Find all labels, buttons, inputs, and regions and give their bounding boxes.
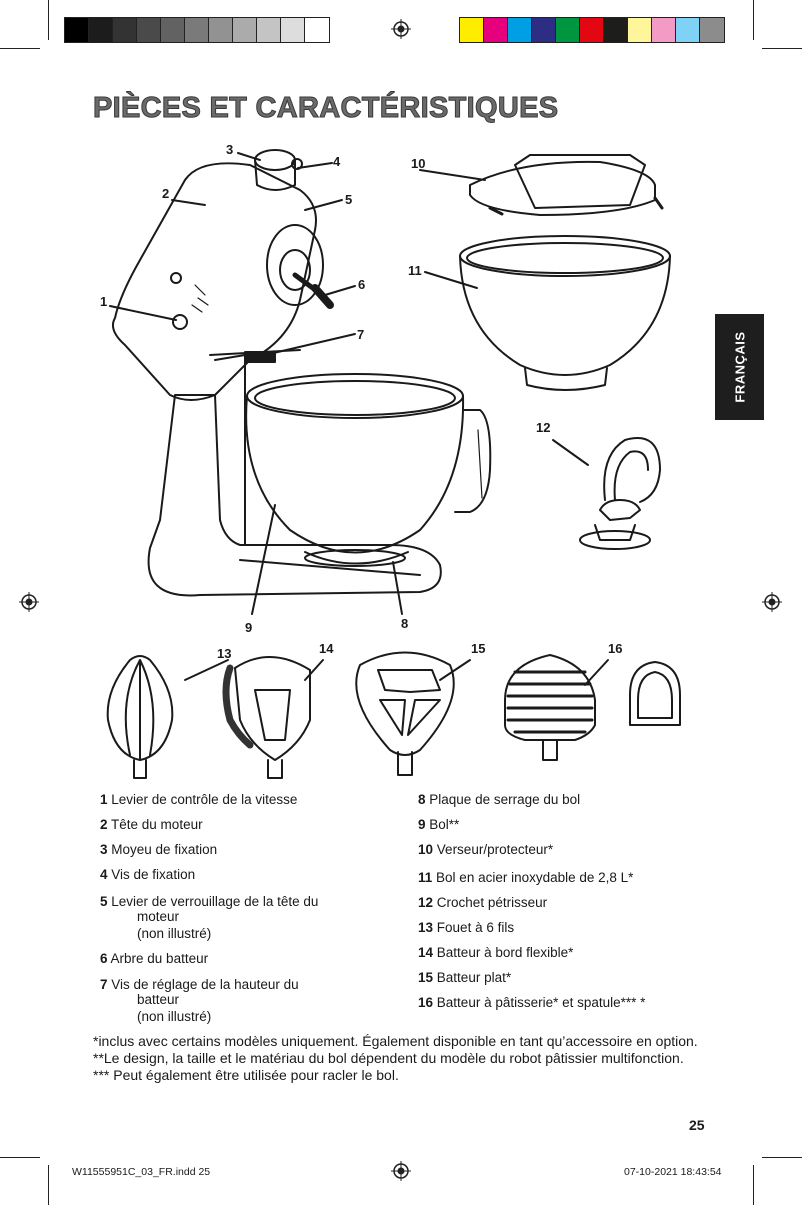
page-title: PIÈCES ET CARACTÉRISTIQUES bbox=[92, 92, 559, 125]
gray-swatch bbox=[113, 18, 137, 42]
color-swatch bbox=[676, 18, 700, 42]
callout-11: 11 bbox=[408, 263, 422, 278]
gray-swatch bbox=[65, 18, 89, 42]
callout-12: 12 bbox=[536, 420, 550, 435]
part-item-9: 9 Bol** bbox=[418, 817, 460, 832]
registration-mark-icon bbox=[762, 592, 782, 612]
registration-mark-icon bbox=[391, 1161, 411, 1181]
crop-mark bbox=[48, 1165, 49, 1205]
part-item-10: 10 Verseur/protecteur* bbox=[418, 842, 554, 857]
gray-swatch bbox=[233, 18, 257, 42]
color-swatch bbox=[652, 18, 676, 42]
gray-swatch bbox=[89, 18, 113, 42]
crop-mark bbox=[762, 48, 802, 49]
gray-swatch bbox=[161, 18, 185, 42]
crop-mark bbox=[753, 1165, 754, 1205]
gray-swatch bbox=[257, 18, 281, 42]
part-item-12: 12 Crochet pétrisseur bbox=[418, 895, 548, 910]
part-item-4: 4 Vis de fixation bbox=[100, 867, 196, 882]
part-item-5-cont: moteur bbox=[137, 909, 180, 924]
gray-swatch bbox=[185, 18, 209, 42]
part-item-7-note: (non illustré) bbox=[137, 1009, 212, 1024]
part-item-13: 13 Fouet à 6 fils bbox=[418, 920, 515, 935]
callout-numbers: 1 2 3 4 5 6 7 8 9 10 11 12 13 14 15 16 bbox=[100, 142, 622, 661]
gray-swatch bbox=[209, 18, 233, 42]
crop-mark bbox=[0, 48, 40, 49]
callout-16: 16 bbox=[608, 641, 622, 656]
crop-mark bbox=[753, 0, 754, 40]
part-item-8: 8 Plaque de serrage du bol bbox=[418, 792, 581, 807]
callout-7: 7 bbox=[357, 327, 364, 342]
callout-10: 10 bbox=[411, 156, 425, 171]
callout-8: 8 bbox=[401, 616, 408, 631]
registration-mark-icon bbox=[19, 592, 39, 612]
color-swatch bbox=[700, 18, 724, 42]
part-item-11: 11 Bol en acier inoxydable de 2,8 L* bbox=[418, 870, 634, 885]
gray-swatch bbox=[305, 18, 329, 42]
color-swatch bbox=[484, 18, 508, 42]
callout-13: 13 bbox=[217, 646, 231, 661]
callout-15: 15 bbox=[471, 641, 485, 656]
callout-4: 4 bbox=[333, 154, 341, 169]
file-slug: W11555951C_03_FR.indd 25 bbox=[72, 1166, 211, 1178]
part-item-5: 5 Levier de verrouillage de la tête du bbox=[100, 894, 319, 909]
part-item-6: 6 Arbre du batteur bbox=[100, 951, 209, 966]
callout-2: 2 bbox=[162, 186, 169, 201]
color-bar bbox=[459, 17, 725, 43]
part-item-15: 15 Batteur plat* bbox=[418, 970, 512, 985]
color-swatch bbox=[508, 18, 532, 42]
callout-14: 14 bbox=[319, 641, 334, 656]
callout-3: 3 bbox=[226, 142, 233, 157]
crop-mark bbox=[762, 1157, 802, 1158]
color-swatch bbox=[556, 18, 580, 42]
color-swatch bbox=[604, 18, 628, 42]
footnote-2: **Le design, la taille et le matériau du… bbox=[93, 1050, 684, 1066]
part-item-14: 14 Batteur à bord flexible* bbox=[418, 945, 574, 960]
part-item-7-cont: batteur bbox=[137, 992, 180, 1007]
color-swatch bbox=[628, 18, 652, 42]
part-item-3: 3 Moyeu de fixation bbox=[100, 842, 218, 857]
color-swatch bbox=[580, 18, 604, 42]
grayscale-bar bbox=[64, 17, 330, 43]
color-swatch bbox=[460, 18, 484, 42]
callout-5: 5 bbox=[345, 192, 352, 207]
footnote-3: *** Peut également être utilisée pour ra… bbox=[93, 1067, 399, 1083]
language-tab: FRANÇAIS bbox=[715, 314, 764, 420]
part-item-7: 7 Vis de réglage de la hauteur du bbox=[100, 977, 299, 992]
callout-6: 6 bbox=[358, 277, 365, 292]
gray-swatch bbox=[281, 18, 305, 42]
part-item-5-note: (non illustré) bbox=[137, 926, 212, 941]
stand-mixer-drawing bbox=[106, 149, 681, 779]
registration-mark-icon bbox=[391, 19, 411, 39]
color-swatch bbox=[532, 18, 556, 42]
part-item-1: 1 Levier de contrôle de la vitesse bbox=[100, 792, 298, 807]
crop-mark bbox=[48, 0, 49, 40]
page-number: 25 bbox=[689, 1117, 705, 1133]
crop-mark bbox=[0, 1157, 40, 1158]
gray-swatch bbox=[137, 18, 161, 42]
callout-1: 1 bbox=[100, 294, 107, 309]
part-item-16: 16 Batteur à pâtisserie* et spatule*** * bbox=[418, 995, 646, 1010]
footnote-1: *inclus avec certains modèles uniquement… bbox=[93, 1033, 698, 1049]
part-item-2: 2 Tête du moteur bbox=[100, 817, 203, 832]
print-timestamp: 07-10-2021 18:43:54 bbox=[624, 1166, 722, 1178]
callout-9: 9 bbox=[245, 620, 252, 635]
footnotes: *inclus avec certains modèles uniquement… bbox=[93, 1033, 723, 1084]
